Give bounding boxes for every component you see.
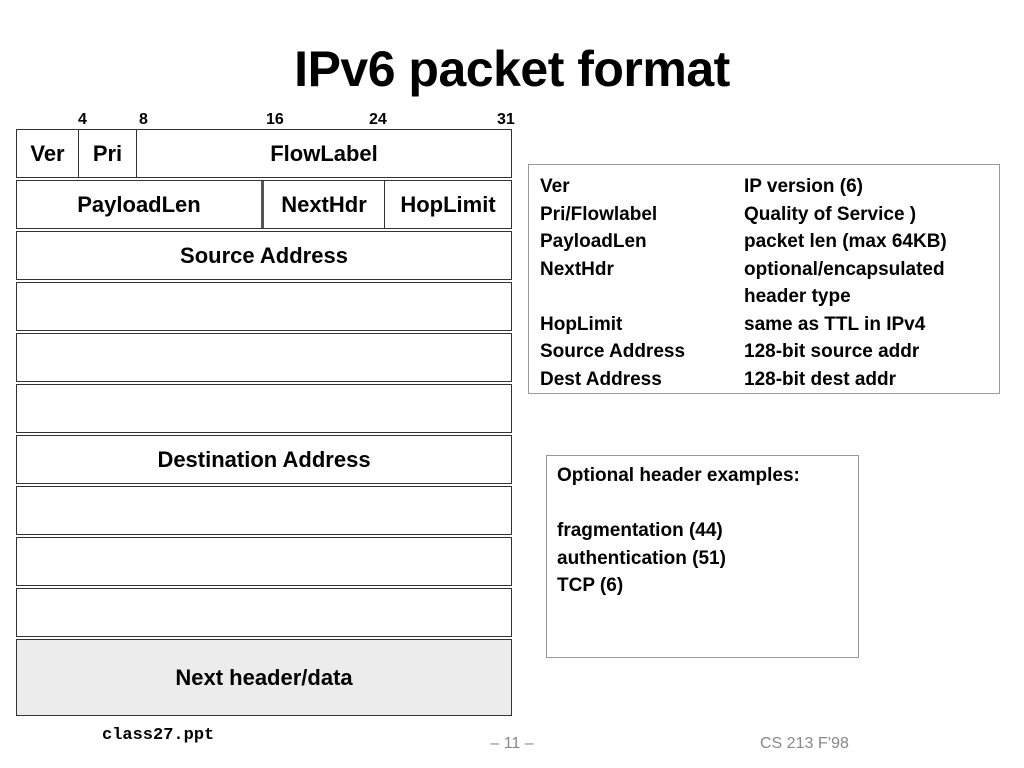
slide-title: IPv6 packet format — [294, 41, 730, 97]
spacer — [557, 490, 848, 518]
legend-description: IP version (6) — [744, 176, 863, 197]
optional-header-item: TCP (6) — [557, 575, 624, 596]
legend-description: 128-bit dest addr — [744, 368, 897, 390]
legend-row: Pri/Flowlabel Quality of Service ) — [540, 201, 989, 229]
legend-field: Dest Address — [540, 368, 662, 390]
optional-headers-heading: Optional header examples: — [557, 465, 800, 486]
legend-row: Dest Address 128-bit dest addr — [540, 366, 989, 394]
legend-description: Quality of Service ) — [744, 203, 917, 225]
bit-position-label: 16 — [266, 111, 284, 128]
legend-row: NextHdr optional/encapsulated — [540, 256, 989, 284]
field-flowlabel: FlowLabel — [136, 130, 511, 177]
legend-description: header type — [744, 286, 851, 307]
legend-description: optional/encapsulated — [744, 258, 945, 280]
header-row-version: Ver Pri FlowLabel — [16, 129, 512, 178]
source-address-row: Source Address — [16, 231, 512, 280]
legend-description: packet len (max 64KB) — [744, 231, 947, 252]
field-legend-box: Ver IP version (6) Pri/Flowlabel Quality… — [528, 164, 1000, 394]
legend-description: same as TTL in IPv4 — [744, 313, 926, 335]
legend-row: header type — [540, 283, 989, 311]
legend-field: PayloadLen — [540, 231, 647, 252]
field-destination-address: Destination Address — [157, 446, 371, 472]
legend-row: PayloadLen packet len (max 64KB) — [540, 228, 989, 256]
bit-position-label: 4 — [78, 111, 87, 128]
legend-row: Source Address 128-bit source addr — [540, 338, 989, 366]
legend-row: HopLimit same as TTL in IPv4 — [540, 311, 989, 339]
legend-field: Pri/Flowlabel — [540, 203, 658, 225]
footer-page-number: – 11 – — [490, 735, 534, 752]
destination-address-row — [16, 588, 512, 637]
destination-address-row: Destination Address — [16, 435, 512, 484]
next-header-data-row: Next header/data — [16, 639, 512, 716]
source-address-row — [16, 282, 512, 331]
legend-field: NextHdr — [540, 258, 614, 280]
legend-row: Ver IP version (6) — [540, 173, 989, 201]
field-next-header-data: Next header/data — [175, 664, 353, 690]
bit-position-label: 24 — [369, 111, 387, 128]
footer-filename: class27.ppt — [102, 726, 215, 745]
legend-field — [540, 283, 744, 311]
legend-field: Source Address — [540, 341, 686, 362]
source-address-row — [16, 333, 512, 382]
header-row-payload: PayloadLen NextHdr HopLimit — [16, 180, 512, 229]
source-address-row — [16, 384, 512, 433]
legend-field: HopLimit — [540, 313, 623, 335]
field-ver: Ver — [30, 140, 65, 166]
footer-course: CS 213 F’98 — [760, 735, 849, 752]
optional-headers-box: Optional header examples: fragmentation … — [546, 455, 859, 658]
field-source-address: Source Address — [180, 242, 348, 268]
destination-address-row — [16, 537, 512, 586]
field-hoplimit: HopLimit — [384, 181, 511, 228]
field-payloadlen: PayloadLen — [77, 191, 201, 217]
optional-header-item: authentication (51) — [557, 547, 726, 569]
field-nexthdr: NextHdr — [261, 181, 384, 228]
bit-position-label: 31 — [497, 111, 515, 128]
legend-field: Ver — [540, 176, 570, 197]
legend-description: 128-bit source addr — [744, 341, 920, 362]
field-pri: Pri — [78, 130, 136, 177]
optional-header-item: fragmentation (44) — [557, 520, 723, 541]
destination-address-row — [16, 486, 512, 535]
bit-position-label: 8 — [139, 111, 148, 128]
